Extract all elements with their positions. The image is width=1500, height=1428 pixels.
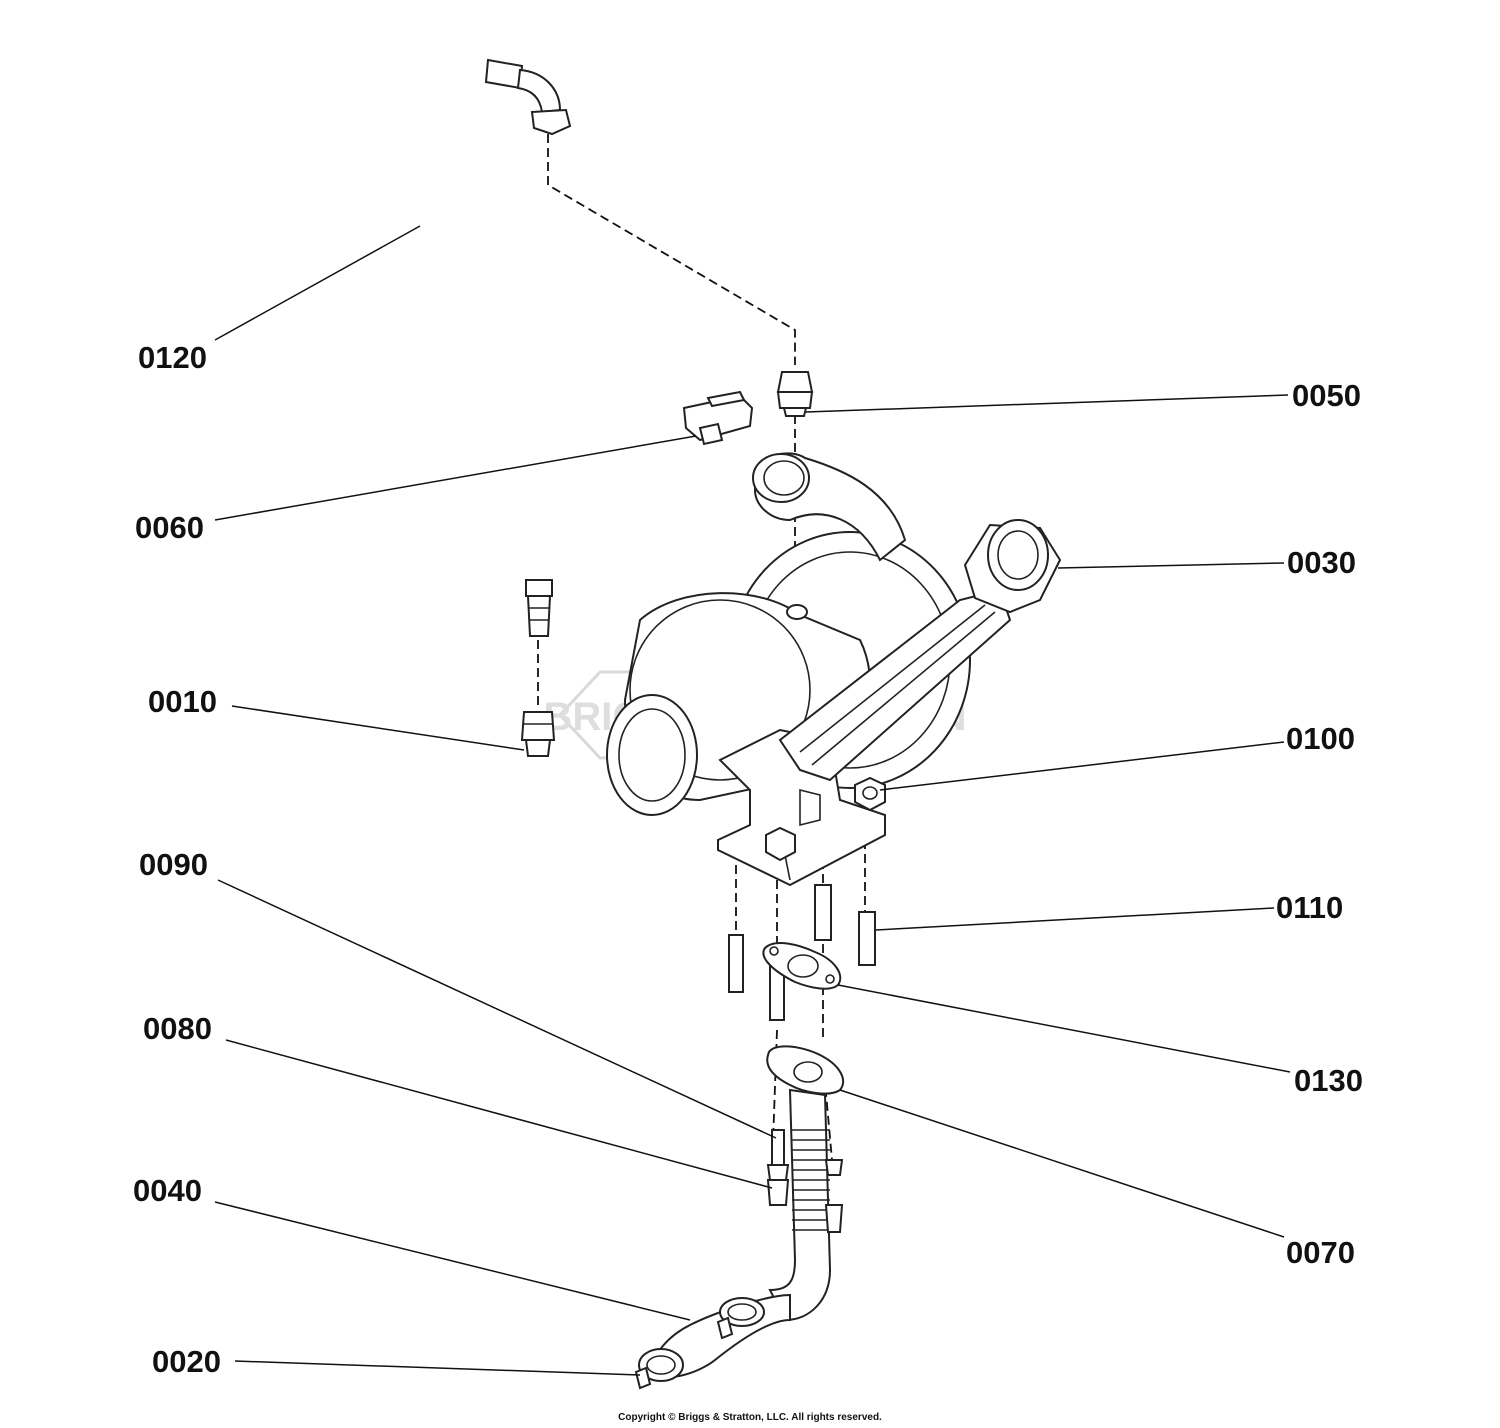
- leader-0090: [217, 879, 777, 1139]
- leader-0050: [805, 394, 1289, 413]
- leader-0120: [214, 225, 421, 341]
- part-0120-oil-hose: [373, 45, 572, 637]
- callout-0100: 0100: [1286, 721, 1355, 756]
- part-0060-sensor: [682, 390, 754, 446]
- callout-0020: 0020: [152, 1344, 221, 1379]
- callout-0010: 0010: [148, 684, 217, 719]
- leader-lines: [214, 225, 1291, 1376]
- callout-0120: 0120: [138, 340, 207, 375]
- leader-0100: [879, 741, 1285, 791]
- part-0080-washer-bolt: [766, 1159, 844, 1233]
- leader-0110: [875, 907, 1275, 931]
- leader-0070: [839, 1089, 1285, 1238]
- callout-0110: 0110: [1276, 890, 1344, 925]
- callout-0030: 0030: [1287, 545, 1356, 580]
- callout-0070: 0070: [1286, 1235, 1355, 1270]
- callout-0130: 0130: [1294, 1063, 1363, 1098]
- callout-0040: 0040: [133, 1173, 202, 1208]
- callout-0050: 0050: [1292, 378, 1361, 413]
- callout-0080: 0080: [143, 1011, 212, 1046]
- part-0020-clamps: [634, 1297, 765, 1390]
- part-0100-nut: [854, 776, 886, 812]
- part-0090-bolt: [766, 1129, 790, 1181]
- leader-0020: [234, 1360, 641, 1376]
- leader-0080: [225, 1039, 773, 1189]
- part-0010-fitting: [520, 711, 556, 757]
- leader-0130: [837, 984, 1291, 1073]
- callout-0090: 0090: [139, 847, 208, 882]
- copyright-notice: Copyright © Briggs & Stratton, LLC. All …: [618, 1412, 882, 1423]
- callout-0060: 0060: [135, 510, 204, 545]
- leader-0040: [214, 1201, 691, 1321]
- leader-0060: [214, 435, 697, 521]
- part-0100-nut-2: [765, 826, 796, 862]
- part-0050-fitting: [776, 371, 814, 417]
- part-0070-drain-pipe: [766, 1045, 845, 1322]
- leader-0030: [1057, 562, 1285, 569]
- part-0030-turbocharger: [606, 452, 1062, 887]
- part-0110-studs: [728, 884, 876, 1021]
- leader-0010: [231, 705, 525, 751]
